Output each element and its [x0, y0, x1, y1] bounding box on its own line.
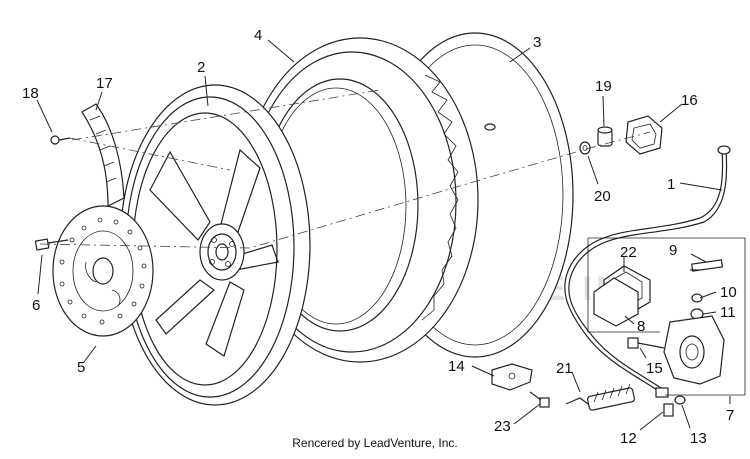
callout-12: 12	[620, 430, 637, 447]
callout-19: 19	[595, 78, 612, 95]
part-17-sensor-ring	[81, 103, 125, 207]
part-5-brake-disc	[52, 205, 154, 337]
callout-8: 8	[637, 318, 645, 335]
callout-16: 16	[681, 92, 698, 109]
callout-11: 11	[720, 304, 736, 321]
part-2-wheel-rim	[119, 84, 311, 406]
callout-6: 6	[32, 297, 40, 314]
part-22-brake-pads	[593, 265, 651, 327]
part-6-bolt	[34, 238, 69, 251]
callout-3: 3	[533, 34, 541, 51]
callout-23: 23	[494, 418, 511, 435]
callout-7: 7	[726, 407, 734, 424]
part-20-washer	[579, 141, 591, 155]
part-15-bolt	[627, 337, 665, 349]
part-18-screw	[50, 135, 71, 145]
render-credit: Rencered by LeadVenture, Inc.	[292, 436, 458, 450]
callout-13: 13	[690, 430, 707, 447]
callout-4: 4	[254, 27, 262, 44]
leader-lines	[36, 39, 731, 431]
part-10-bleed-screw	[691, 293, 703, 303]
part-1-brake-hose	[564, 145, 731, 398]
callout-labels: 1 2 3 4 5 6 7 8 9 10 11 12 13 14 15 16 1…	[22, 27, 737, 447]
caliper-group-box	[587, 237, 746, 396]
part-13-washer	[674, 395, 686, 405]
callout-20: 20	[594, 188, 611, 205]
callout-21: 21	[556, 360, 573, 377]
callout-2: 2	[197, 59, 205, 76]
callout-22: 22	[620, 244, 637, 261]
callout-17: 17	[96, 75, 113, 92]
callout-14: 14	[448, 358, 465, 375]
part-16-drive-cap	[625, 115, 663, 155]
part-12-banjo-bolt	[663, 403, 674, 417]
part-21-spacer	[565, 383, 635, 411]
callout-10: 10	[720, 284, 737, 301]
part-19-bushing	[597, 126, 613, 147]
callout-15: 15	[646, 360, 663, 377]
callout-18: 18	[22, 85, 39, 102]
axle-centerline	[39, 89, 651, 249]
callout-1: 1	[667, 176, 675, 193]
part-23-screw	[529, 391, 550, 408]
brake-caliper	[663, 315, 725, 385]
part-9-pin	[690, 259, 724, 272]
callout-5: 5	[77, 359, 85, 376]
part-14-bracket	[491, 363, 533, 391]
callout-9: 9	[669, 242, 677, 259]
